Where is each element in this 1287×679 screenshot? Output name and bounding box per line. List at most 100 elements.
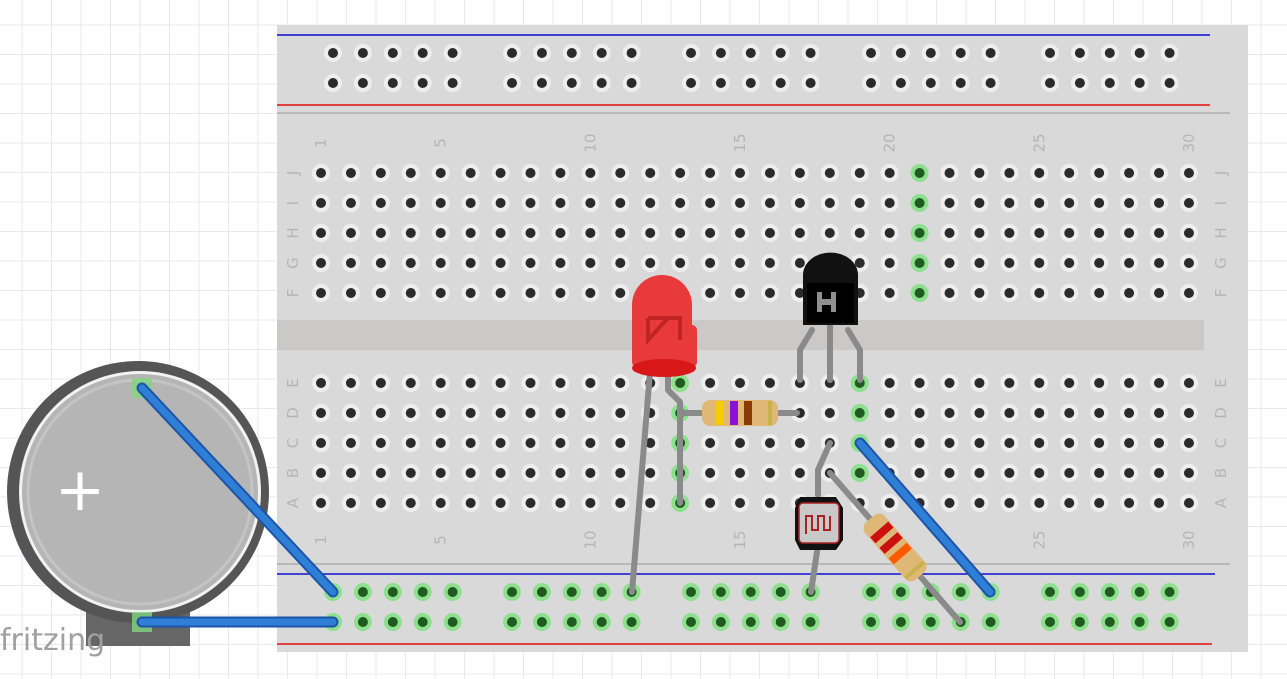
hole: [525, 438, 536, 448]
hole: [495, 408, 506, 418]
hole: [375, 498, 386, 508]
hole: [525, 168, 536, 178]
hole: [745, 48, 756, 58]
hole: [316, 288, 326, 298]
hole: [794, 258, 805, 268]
hole: [316, 498, 326, 508]
hole: [328, 48, 338, 58]
row-label: I: [1212, 201, 1230, 205]
hole: [555, 228, 566, 238]
hole: [1094, 168, 1105, 178]
row-label: G: [1212, 257, 1230, 269]
row-label: B: [1212, 468, 1230, 478]
hole: [866, 617, 876, 627]
hole: [417, 78, 428, 88]
hole: [645, 198, 656, 208]
hole: [1045, 617, 1055, 627]
hole: [884, 198, 895, 208]
row-label: F: [284, 289, 302, 298]
hole: [794, 288, 805, 298]
hole: [585, 258, 596, 268]
hole: [925, 617, 936, 627]
hole: [675, 198, 686, 208]
hole: [615, 408, 626, 418]
hole: [705, 198, 716, 208]
hole: [645, 258, 656, 268]
hole: [435, 288, 446, 298]
hole: [944, 438, 955, 448]
column-label: 25: [1030, 133, 1048, 152]
hole: [566, 587, 577, 597]
hole: [1183, 378, 1194, 388]
hole: [1154, 438, 1165, 448]
hole: [615, 288, 626, 298]
hole: [985, 617, 996, 627]
hole: [495, 228, 506, 238]
hole: [735, 498, 746, 508]
hole: [1004, 288, 1015, 298]
hole: [1094, 258, 1105, 268]
hole: [735, 438, 746, 448]
resistor-1-band: [744, 401, 752, 425]
hole: [316, 438, 326, 448]
hole: [405, 378, 416, 388]
hole: [1154, 378, 1165, 388]
hole: [955, 78, 966, 88]
hole: [345, 288, 356, 298]
hole: [985, 78, 996, 88]
hole: [435, 408, 446, 418]
hole: [974, 408, 985, 418]
hole: [465, 168, 476, 178]
resistor-1-band: [730, 401, 738, 425]
hole: [764, 438, 775, 448]
hole: [884, 378, 895, 388]
hole: [435, 438, 446, 448]
hole: [555, 258, 566, 268]
hole: [417, 48, 428, 58]
hole: [465, 468, 476, 478]
hole: [375, 288, 386, 298]
hole: [536, 48, 547, 58]
hole: [555, 438, 566, 448]
hole: [596, 587, 607, 597]
led-base: [632, 359, 696, 377]
hole: [615, 438, 626, 448]
hole: [1104, 48, 1115, 58]
hole: [1074, 48, 1085, 58]
hole: [974, 228, 985, 238]
hole: [914, 468, 925, 478]
hole: [495, 258, 506, 268]
hole: [735, 198, 746, 208]
hole: [525, 468, 536, 478]
hole: [1164, 617, 1175, 627]
hole: [1064, 498, 1075, 508]
hole: [357, 48, 368, 58]
hole: [615, 498, 626, 508]
hole: [944, 378, 955, 388]
jumper-wire-core[interactable]: [856, 439, 994, 596]
hole: [645, 168, 656, 178]
hole: [1045, 78, 1055, 88]
jumper-wire-core[interactable]: [138, 384, 337, 596]
hole: [1004, 168, 1015, 178]
resistor-2-band: [870, 521, 894, 544]
hole: [775, 78, 786, 88]
hole: [555, 288, 566, 298]
hole: [447, 78, 458, 88]
hole: [805, 78, 816, 88]
hole: [705, 258, 716, 268]
hole: [316, 378, 326, 388]
hole: [465, 408, 476, 418]
hole: [1074, 78, 1085, 88]
hole: [974, 468, 985, 478]
hole: [555, 168, 566, 178]
hole: [345, 258, 356, 268]
hole: [1094, 498, 1105, 508]
hole: [435, 198, 446, 208]
hole: [1183, 168, 1194, 178]
hole: [1154, 228, 1165, 238]
hole: [536, 587, 547, 597]
hole: [1124, 168, 1135, 178]
hole: [507, 78, 517, 88]
